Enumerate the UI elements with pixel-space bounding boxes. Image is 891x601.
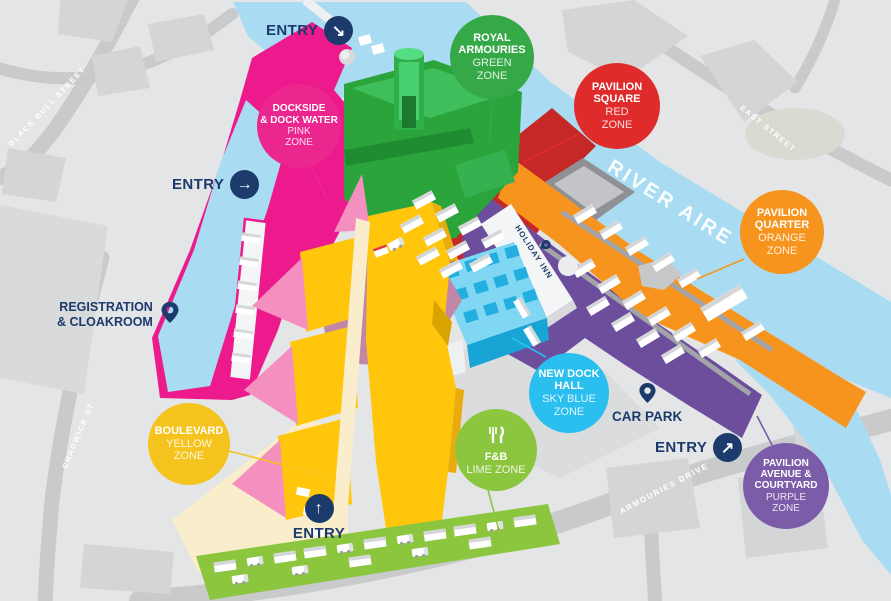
lime-zone-area xyxy=(196,504,560,600)
park-green xyxy=(745,108,845,160)
holiday-inn-label: HOLIDAY INN xyxy=(507,205,574,290)
entry-arrow-north-icon: ↑ xyxy=(304,494,334,523)
pink-roof-3 xyxy=(232,440,286,518)
entry-marker-north: ENTRY ↘ xyxy=(266,16,354,45)
zone-color-label: GREEN ZONE xyxy=(472,57,512,82)
car-park-label: CAR PARK xyxy=(612,382,682,424)
location-pin-icon xyxy=(160,301,180,329)
pink-roof-2 xyxy=(244,346,298,424)
pink-roof-1 xyxy=(252,258,308,330)
location-pin-icon xyxy=(534,237,553,254)
location-pin-icon xyxy=(638,382,657,408)
boulevard-hall xyxy=(366,202,456,542)
zone-badge-red: PAVILION SQUARE RED ZONE xyxy=(574,63,660,149)
zone-name: F&B xyxy=(484,451,508,464)
entry-label: ENTRY xyxy=(172,176,225,193)
registration-text: REGISTRATION & CLOAKROOM xyxy=(57,300,153,329)
zone-name: DOCKSIDE & DOCK WATER xyxy=(260,103,338,126)
zone-name: PAVILION SQUARE xyxy=(591,80,643,106)
entry-arrow-northeast-icon: ↗ xyxy=(713,433,743,462)
registration-cloakroom-label: REGISTRATION & CLOAKROOM xyxy=(57,300,180,330)
entry-marker-south: ↑ ENTRY xyxy=(288,494,350,542)
zone-badge-yellow: BOULEVARD YELLOW ZONE xyxy=(148,403,230,485)
zone-color-label: SKY BLUE ZONE xyxy=(542,393,596,418)
fork-knife-icon xyxy=(485,424,507,450)
zone-badge-orange: PAVILION QUARTER ORANGE ZONE xyxy=(740,190,824,274)
zone-color-label: RED ZONE xyxy=(601,106,633,131)
entry-marker-east: ENTRY ↗ xyxy=(655,433,743,462)
zone-badge-green: ROYAL ARMOURIES GREEN ZONE xyxy=(450,15,534,99)
zone-name: PAVILION AVENUE & COURTYARD xyxy=(754,457,818,492)
zone-name: ROYAL ARMOURIES xyxy=(458,31,526,57)
badge-connectors xyxy=(228,99,773,535)
zone-color-label: ORANGE ZONE xyxy=(758,232,806,257)
dome-tent xyxy=(558,256,578,276)
entry-arrow-east-icon: → xyxy=(230,170,260,199)
purple-zone-tents xyxy=(513,256,722,364)
zone-badge-skyblue: NEW DOCK HALL SKY BLUE ZONE xyxy=(529,353,609,433)
cream-path-strip xyxy=(330,218,370,558)
red-zone-tents xyxy=(372,190,506,279)
zone-color-label: PINK ZONE xyxy=(285,126,313,149)
zone-color-label: YELLOW ZONE xyxy=(166,437,212,463)
zone-name: NEW DOCK HALL xyxy=(538,367,600,393)
car-park-text: CAR PARK xyxy=(612,409,683,424)
zone-badge-purple: PAVILION AVENUE & COURTYARD PURPLE ZONE xyxy=(743,443,829,529)
ice-cream-van xyxy=(372,244,390,258)
entry-label: ENTRY xyxy=(266,22,319,39)
entry-label: ENTRY xyxy=(292,525,346,542)
zone-badge-pink: DOCKSIDE & DOCK WATER PINK ZONE xyxy=(257,84,341,168)
zone-name: BOULEVARD xyxy=(154,425,224,438)
dock-water xyxy=(158,100,288,392)
zone-color-label: LIME ZONE xyxy=(466,463,526,476)
zone-color-label: PURPLE ZONE xyxy=(765,491,806,515)
entry-label: ENTRY xyxy=(655,439,708,456)
yellow-zone-area xyxy=(172,174,464,578)
entry-arrow-southeast-icon: ↘ xyxy=(324,16,354,45)
pink-roof-top xyxy=(334,174,370,232)
entry-marker-west: ENTRY → xyxy=(172,170,260,199)
zone-name: PAVILION QUARTER xyxy=(754,206,810,232)
stage xyxy=(545,158,682,290)
zone-badge-lime: F&B LIME ZONE xyxy=(455,409,537,491)
holiday-inn-building xyxy=(481,204,577,328)
